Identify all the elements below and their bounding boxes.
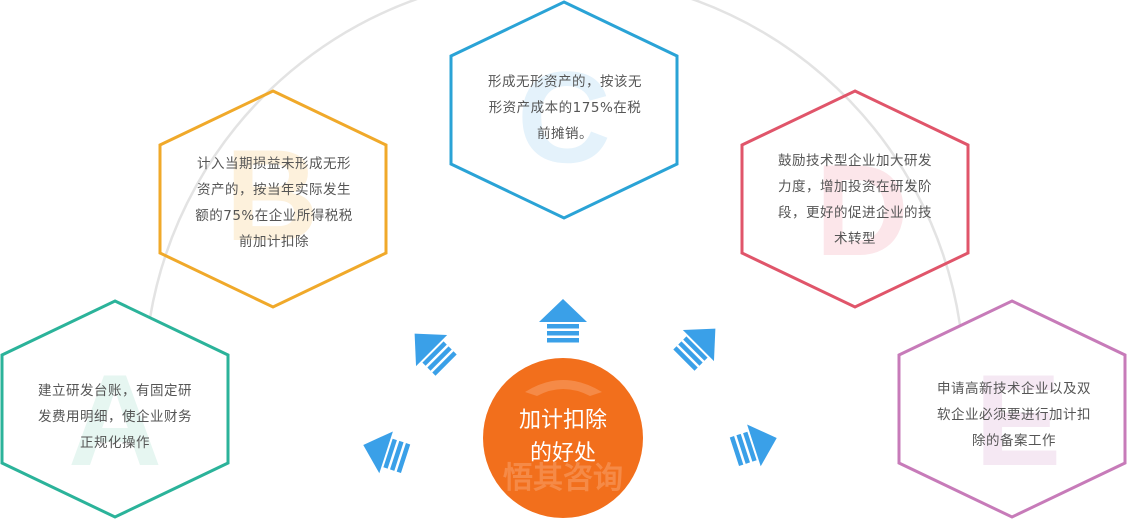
center-label-line2: 的好处 <box>529 441 596 466</box>
hex-b-outline <box>158 89 388 309</box>
hex-d-watermark-letter: D <box>815 137 909 283</box>
hex-e-text: 申请高新技术企业以及双 软企业必须要进行加计扣 除的备案工作 <box>937 381 1091 449</box>
hex-b-text: 计入当期损益未形成无形 资产的，按当年实际发生 额的75%在企业所得税税 前加计… <box>195 156 353 250</box>
hex-a-outline <box>0 299 230 519</box>
hex-e-outline <box>897 299 1127 519</box>
center-label: 加计扣除 的好处 <box>483 404 643 470</box>
center-watermark: 悟其咨询 <box>503 461 623 496</box>
arrow-left-icon <box>363 431 411 474</box>
arrow-up-icon <box>539 299 587 343</box>
arrow-upper-left-icon <box>414 333 457 376</box>
center-label-line1: 加计扣除 <box>518 408 607 433</box>
hex-a-text: 建立研发台账，有固定研 发费用明细，使企业财务 正规化操作 <box>38 383 192 451</box>
arrow-upper-right-icon <box>673 328 716 371</box>
center-circle <box>483 358 643 518</box>
background-arc <box>148 0 962 326</box>
center-logo-mark <box>525 380 602 396</box>
hex-a-watermark-letter: A <box>68 347 162 493</box>
hex-c-text: 形成无形资产的，按该无 形资产成本的175%在税 前摊销。 <box>488 74 642 142</box>
arrow-right-icon <box>729 424 777 467</box>
hex-d-text: 鼓励技术型企业加大研发 力度，增加投资在研发阶 段，更好的促进企业的技 术转型 <box>778 153 932 247</box>
hex-d-outline <box>740 89 970 309</box>
hex-c-outline <box>449 0 679 220</box>
hex-c-watermark-letter: C <box>517 44 611 190</box>
hex-b-watermark-letter: B <box>225 122 319 268</box>
hex-e-watermark-letter: E <box>975 347 1062 493</box>
